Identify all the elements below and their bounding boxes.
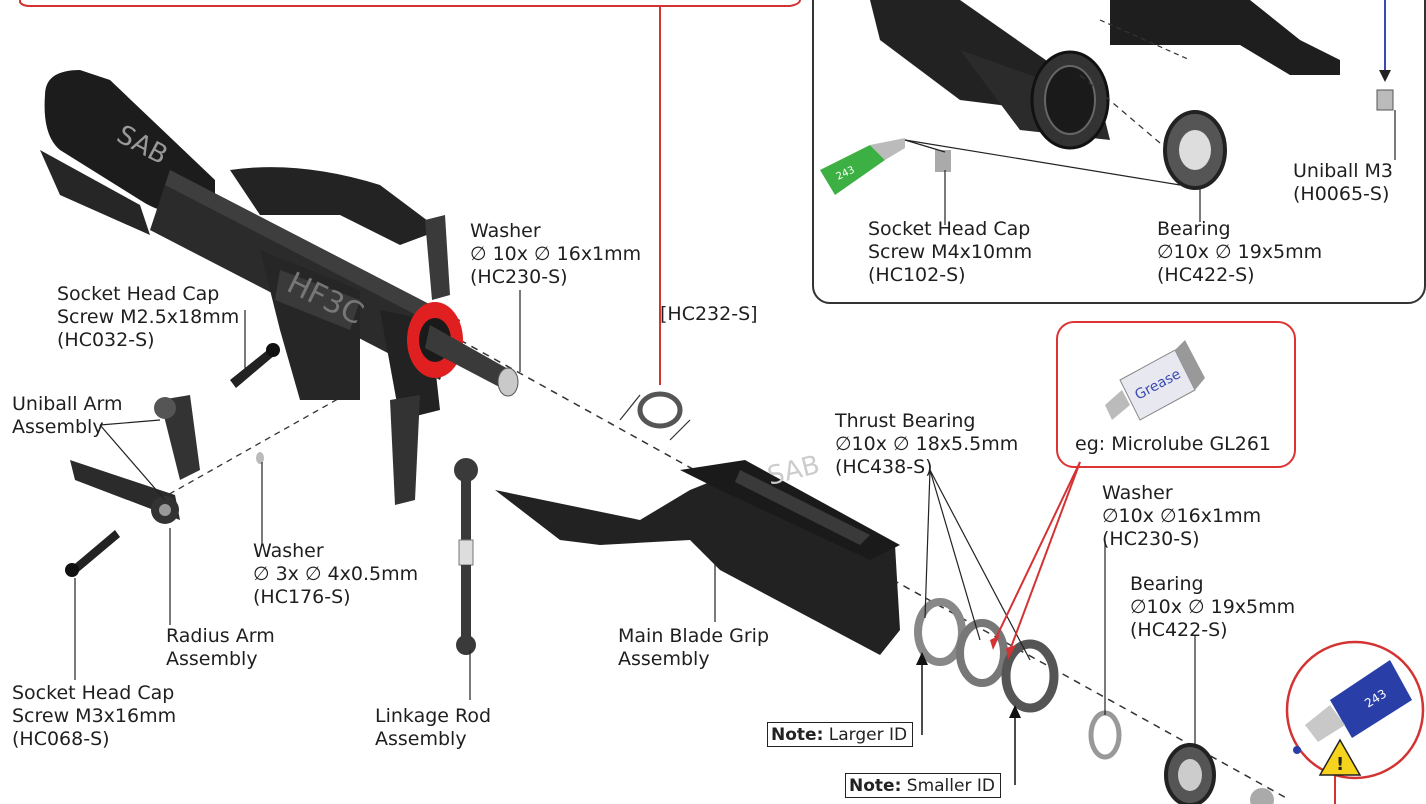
washer-right [1088,710,1122,760]
inset-socket-line3: (HC102-S) [868,264,966,286]
label-linkage-rod: Linkage Rod Assembly [375,705,491,751]
main-blade-grip-line2: Assembly [618,648,710,670]
washer-small-line2: ∅ 3x ∅ 4x0.5mm [253,563,419,585]
inset-uniball-line2: (H0065-S) [1293,183,1390,205]
linkage-rod-line2: Assembly [375,728,467,750]
note-larger-text: Larger ID [823,725,908,745]
grease-tube [1105,340,1205,421]
inset-uniball-line1: Uniball M3 [1293,160,1394,182]
uniball-axis [149,394,346,506]
grease-callout-box [1056,321,1296,468]
inset-bearing-line2: ∅10x ∅ 19x5mm [1157,241,1323,263]
socket-top-line3: (HC032-S) [57,329,155,351]
svg-text:!: ! [1336,754,1344,775]
top-callout-frame [19,0,801,7]
inset-socket-line1: Socket Head Cap [868,218,1031,240]
note-smaller-prefix: Note: [849,776,902,796]
hc232-bracket-r [669,419,691,441]
thrust-washer-2 [1001,639,1059,713]
washer-top-line1: Washer [470,220,541,242]
screw-m25 [230,348,275,388]
label-inset-uniball: Uniball M3 (H0065-S) [1293,160,1393,206]
label-washer-top: Washer ∅ 10x ∅ 16x1mm (HC230-S) [470,220,641,289]
thrust-bearing-line1: Thrust Bearing [835,410,976,432]
bellcrank-lower [390,395,420,505]
label-main-blade-grip: Main Blade Grip Assembly [618,625,769,671]
uniball-arm-line1: Uniball Arm [12,393,123,415]
main-blade-grip-line1: Main Blade Grip [618,625,770,647]
washer-right-line2: ∅10x ∅16x1mm [1102,505,1262,527]
bellcrank-upper [425,215,450,300]
washer-small [256,452,264,464]
socket-bottom-line3: (HC068-S) [12,728,110,750]
washer-small-line1: Washer [253,540,324,562]
inset-bearing-line3: (HC422-S) [1157,264,1255,286]
note-smaller-text: Smaller ID [901,776,995,796]
note-smaller-id: Note: Smaller ID [845,773,1001,798]
socket-bottom-line1: Socket Head Cap [12,682,175,704]
inset-art [820,0,1396,225]
label-thrust-bearing: Thrust Bearing ∅10x ∅ 18x5.5mm (HC438-S) [835,410,1018,479]
radius-arm-line1: Radius Arm [166,625,275,647]
label-washer-small: Washer ∅ 3x ∅ 4x0.5mm (HC176-S) [253,540,418,609]
label-uniball-arm: Uniball Arm Assembly [12,393,123,439]
washer-right-line3: (HC230-S) [1102,528,1200,550]
thrust-bearing-line2: ∅10x ∅ 18x5.5mm [835,433,1019,455]
inset-panel [812,0,1426,304]
label-grease-example: eg: Microlube GL261 [1075,433,1272,455]
socket-top-line1: Socket Head Cap [57,283,220,305]
washer-small-line3: (HC176-S) [253,586,351,608]
thrust-bearing-race [956,619,1008,687]
blade-grip-right [495,460,900,655]
bolt-right [1250,788,1274,804]
threadlock-bottle: ! [1285,640,1425,780]
socket-bottom-line2: Screw M3x16mm [12,705,177,727]
uniball-arm-line2: Assembly [12,416,104,438]
brand-grip-right-text: SAB [764,450,822,492]
hc232-bracket-l [619,394,641,421]
thrust-bearing-line3: (HC438-S) [835,456,933,478]
label-inset-socket: Socket Head Cap Screw M4x10mm (HC102-S) [868,218,1032,287]
label-washer-right: Washer ∅10x ∅16x1mm (HC230-S) [1102,482,1261,551]
washer-top-line2: ∅ 10x ∅ 16x1mm [470,243,642,265]
screw-m3 [70,530,120,574]
washer-right-line1: Washer [1102,482,1173,504]
label-socket-head-cap-bottom: Socket Head Cap Screw M3x16mm (HC068-S) [12,682,176,751]
label-inset-bearing: Bearing ∅10x ∅ 19x5mm (HC422-S) [1157,218,1322,287]
bearing-right-line3: (HC422-S) [1130,619,1228,641]
label-socket-head-cap-top: Socket Head Cap Screw M2.5x18mm (HC032-S… [57,283,239,352]
label-bearing-right: Bearing ∅10x ∅ 19x5mm (HC422-S) [1130,573,1295,642]
linkage-rod-part [454,458,478,655]
bearing-right-line1: Bearing [1130,573,1204,595]
inset-socket-line2: Screw M4x10mm [868,241,1033,263]
spindle-shaft [425,325,510,390]
washer-top [497,367,519,397]
inset-bearing-line1: Bearing [1157,218,1231,240]
note-larger-prefix: Note: [771,725,824,745]
socket-top-line2: Screw M2.5x18mm [57,306,240,328]
washer-hc232 [637,391,683,429]
note-larger-id: Note: Larger ID [767,722,914,747]
bearing-right-line2: ∅10x ∅ 19x5mm [1130,596,1296,618]
thrust-washer-1 [914,598,966,666]
label-radius-arm: Radius Arm Assembly [166,625,275,671]
linkage-rod-line1: Linkage Rod [375,705,492,727]
washer-top-line3: (HC230-S) [470,266,568,288]
label-hc232: [HC232-S] [660,303,758,325]
radius-arm-line2: Assembly [166,648,258,670]
